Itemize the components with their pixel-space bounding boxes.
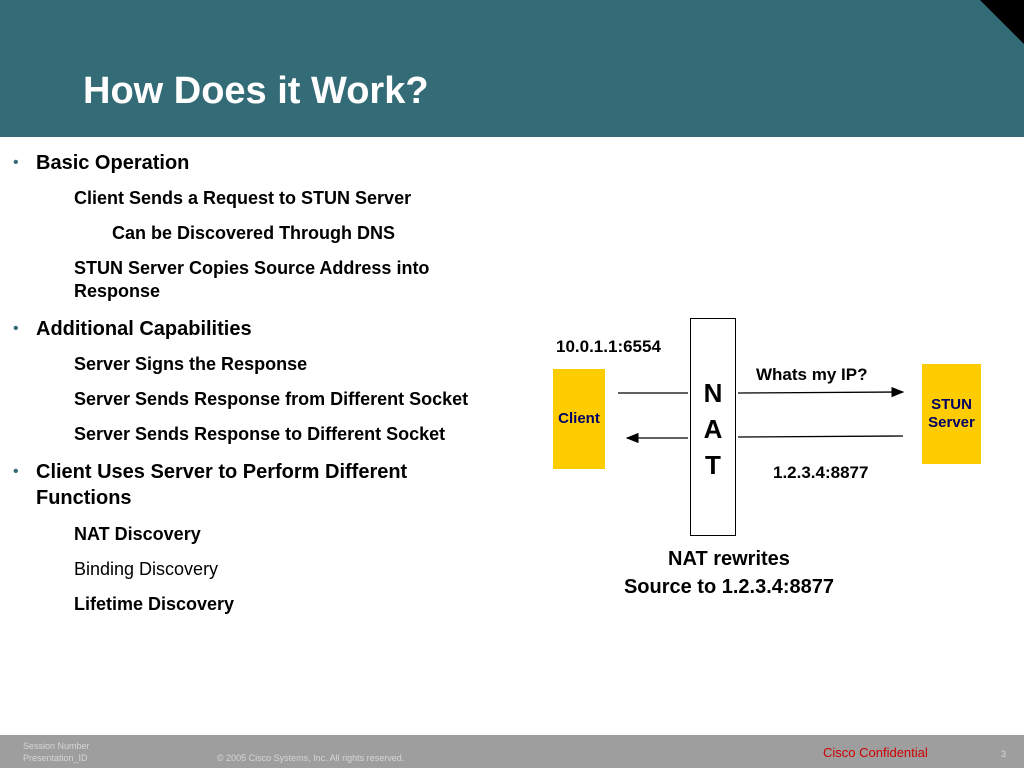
bullet-additional-capabilities: Additional Capabilities bbox=[36, 318, 252, 340]
stun-server-box: STUN Server bbox=[922, 364, 981, 464]
nat-letter-n: N bbox=[703, 378, 723, 408]
footer-bar bbox=[0, 735, 1024, 768]
sub-bullet: NAT Discovery bbox=[74, 524, 201, 544]
presentation-id: Presentation_ID bbox=[23, 753, 88, 763]
sub-bullet: Client Sends a Request to STUN Server bbox=[74, 188, 412, 208]
title-bar bbox=[0, 0, 1024, 137]
client-address-label: 10.0.1.1:6554 bbox=[556, 337, 661, 356]
caption-line-2: Source to 1.2.3.4:8877 bbox=[623, 576, 835, 598]
caption-line-1: NAT rewrites bbox=[668, 548, 790, 570]
nat-box bbox=[690, 318, 736, 536]
bullet-dot: • bbox=[13, 154, 19, 171]
bullet-basic-operation: Basic Operation bbox=[36, 152, 190, 174]
sub-sub-bullet: Can be Discovered Through DNS bbox=[112, 223, 396, 243]
client-label: Client bbox=[558, 410, 600, 427]
public-address-label: 1.2.3.4:8877 bbox=[773, 463, 869, 482]
slide-title: How Does it Work? bbox=[83, 70, 429, 112]
sub-bullet: Lifetime Discovery bbox=[74, 594, 235, 614]
confidential-label: Cisco Confidential bbox=[823, 745, 928, 760]
page-number: 3 bbox=[1001, 749, 1007, 759]
corner-triangle bbox=[980, 0, 1024, 44]
server-label: Server bbox=[928, 414, 975, 431]
bullet-client-uses-server: Client Uses Server to Perform Different bbox=[36, 461, 408, 483]
sub-bullet: Binding Discovery bbox=[74, 559, 219, 579]
stun-label: STUN bbox=[931, 396, 972, 413]
bullet-dot: • bbox=[13, 320, 19, 337]
sub-bullet-continued: Response bbox=[74, 281, 161, 301]
caption: NAT rewrites Source to 1.2.3.4:8877 bbox=[560, 545, 898, 601]
client-box: Client bbox=[553, 369, 605, 469]
nat-letter-t: T bbox=[705, 450, 721, 480]
bullet-dot: • bbox=[13, 463, 19, 480]
session-number: Session Number bbox=[23, 741, 90, 751]
sub-bullet: Server Sends Response from Different Soc… bbox=[74, 389, 469, 409]
sub-bullet: STUN Server Copies Source Address into bbox=[74, 258, 430, 278]
sub-bullet: Server Signs the Response bbox=[74, 354, 308, 374]
nat-letter-a: A bbox=[703, 414, 723, 444]
response-line-right bbox=[737, 435, 904, 438]
bullet-continued: Functions bbox=[36, 487, 132, 509]
request-label: Whats my IP? bbox=[756, 365, 868, 384]
sub-bullet: Server Sends Response to Different Socke… bbox=[74, 424, 446, 444]
request-arrow bbox=[737, 386, 905, 398]
copyright: © 2005 Cisco Systems, Inc. All rights re… bbox=[217, 753, 405, 763]
